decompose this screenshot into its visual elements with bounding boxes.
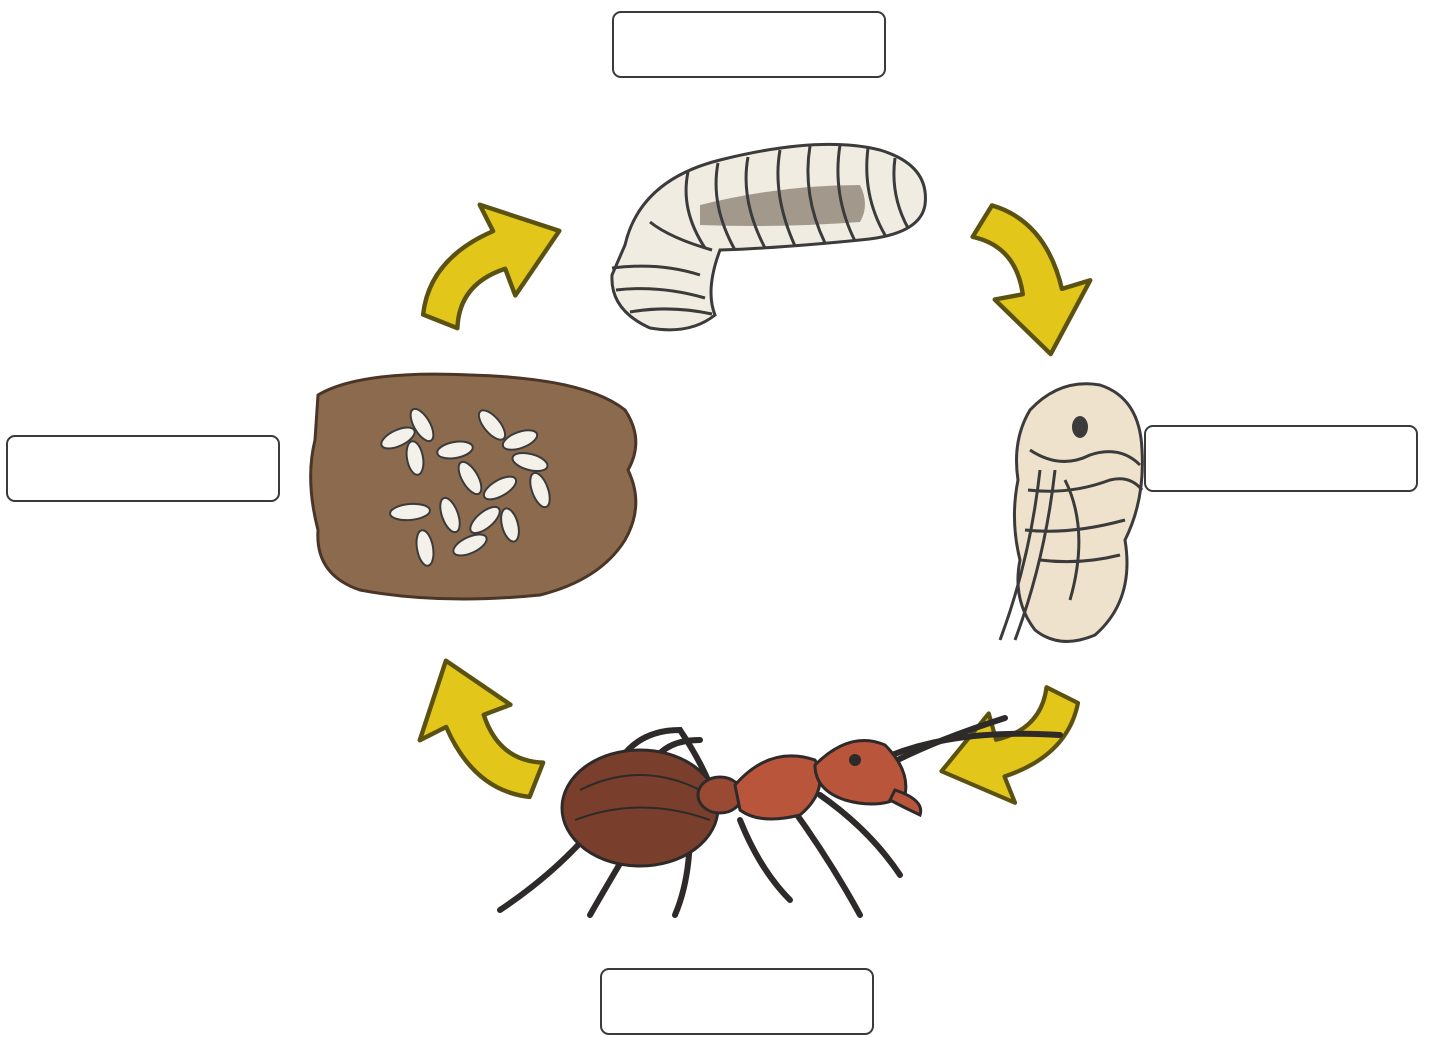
arrow-eggs-to-larva bbox=[414, 198, 567, 331]
arrow-adult-to-eggs bbox=[413, 653, 546, 806]
pupa-icon bbox=[1000, 384, 1142, 642]
label-box-adult[interactable] bbox=[600, 968, 874, 1035]
arrow-pupa-to-adult bbox=[942, 687, 1079, 803]
eggs-in-soil-icon bbox=[311, 374, 636, 599]
larva-icon bbox=[612, 144, 926, 329]
arrow-larva-to-pupa bbox=[963, 204, 1096, 357]
label-box-pupa[interactable] bbox=[1144, 425, 1418, 492]
label-box-eggs[interactable] bbox=[6, 435, 280, 502]
label-box-larva[interactable] bbox=[612, 11, 886, 78]
